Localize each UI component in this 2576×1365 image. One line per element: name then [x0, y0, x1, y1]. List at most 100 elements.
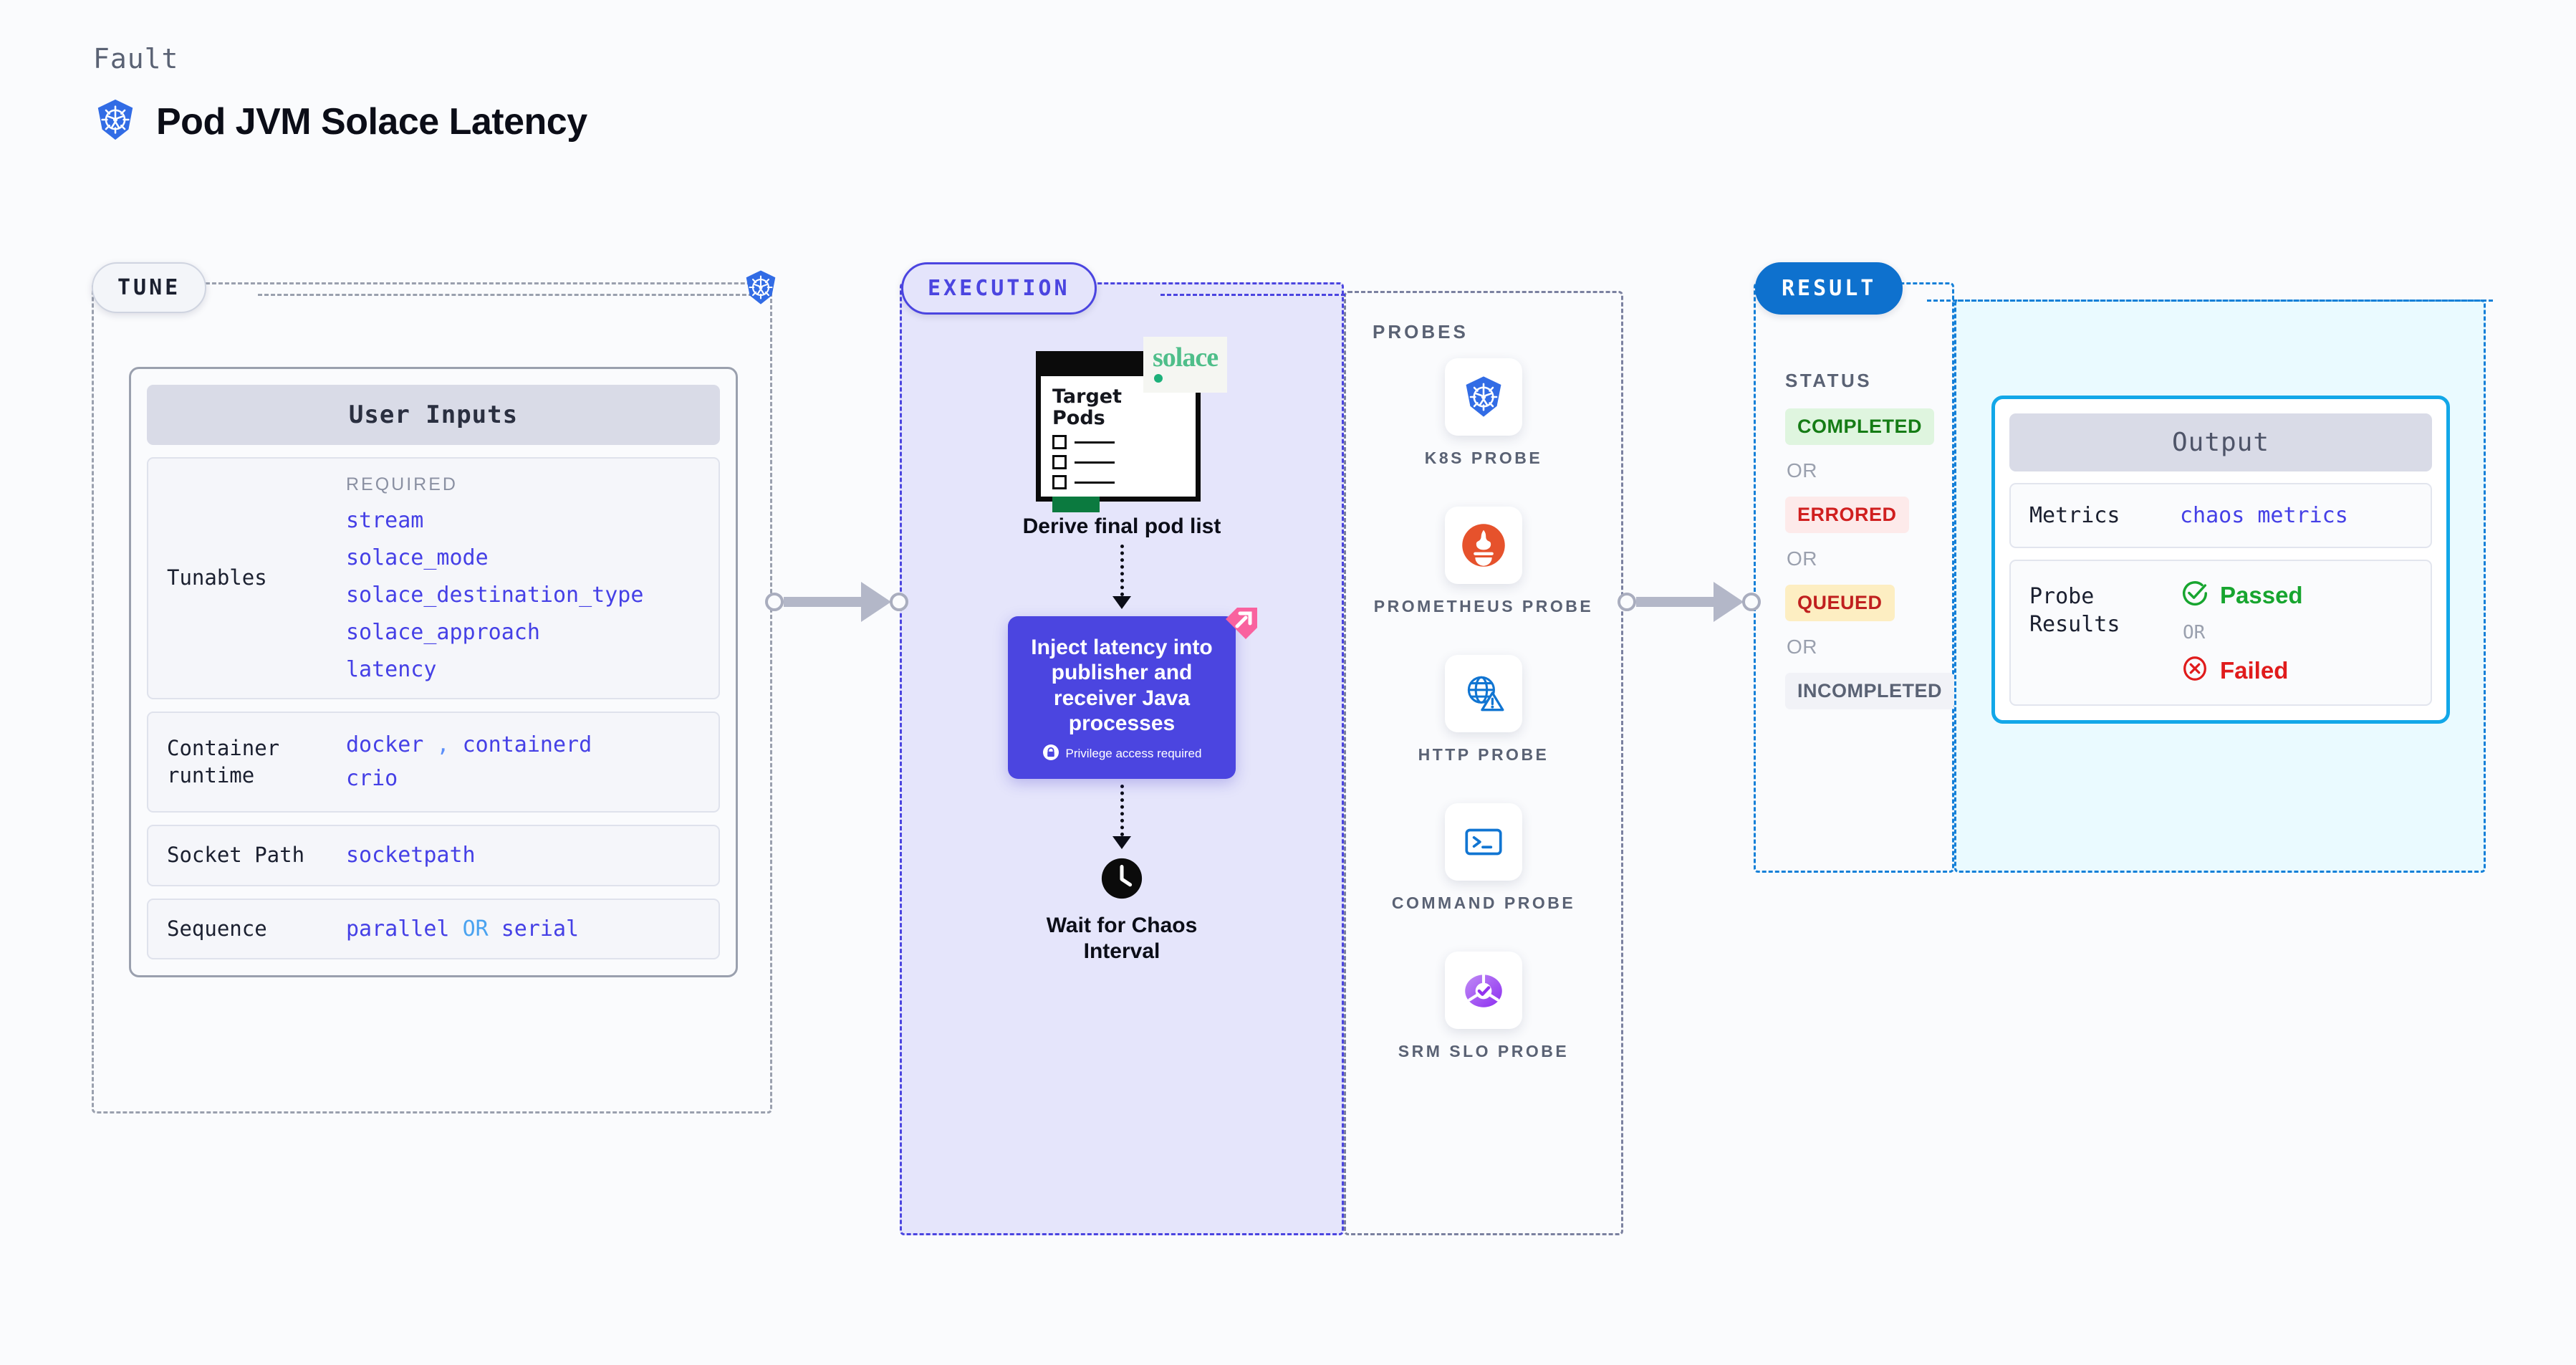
probe-result-or: OR [2183, 622, 2206, 643]
socket-path-key: Socket Path [167, 843, 305, 867]
output-title: Output [2009, 413, 2432, 471]
solace-wordmark: solace [1153, 343, 1219, 373]
kubernetes-icon [93, 97, 138, 145]
solace-dot-icon [1154, 374, 1163, 383]
title-row: Pod JVM Solace Latency [93, 97, 587, 145]
document-heading: Target Pods [1052, 385, 1184, 430]
metrics-value[interactable]: chaos metrics [2180, 503, 2348, 528]
probe-item-srm-slo[interactable]: SRM SLO PROBE [1398, 952, 1569, 1063]
doc-rule [1075, 441, 1115, 444]
inject-latency-card[interactable]: Inject latency into publisher and receiv… [1008, 608, 1257, 779]
sequence-or: OR [462, 916, 489, 942]
derive-final-pod-list-label: Derive final pod list [1022, 514, 1221, 538]
solace-logo: solace [1143, 337, 1228, 393]
x-circle-icon [2180, 653, 2210, 687]
socket-path-row: Socket Path socketpath [147, 825, 720, 886]
flow-arrowhead [1112, 596, 1131, 609]
probe-item-command[interactable]: COMMAND PROBE [1392, 803, 1575, 914]
probe-label-srm-slo: SRM SLO PROBE [1398, 1042, 1570, 1061]
metrics-key: Metrics [2029, 503, 2120, 528]
page-header: Fault [93, 43, 587, 145]
lock-icon [1042, 744, 1059, 765]
doc-rule [1075, 481, 1115, 484]
doc-list-item [1052, 455, 1184, 470]
status-or-1: OR [1787, 459, 1817, 482]
clock-icon [1100, 856, 1144, 904]
arrow-shaft [1636, 597, 1715, 607]
arrow-start-dot [1618, 593, 1636, 611]
probes-region [1344, 291, 1623, 1235]
arrow-end-dot [1742, 593, 1761, 611]
prometheus-icon [1444, 507, 1522, 585]
doc-list-item [1052, 475, 1184, 490]
status-or-2: OR [1787, 547, 1817, 570]
probe-result-passed: Passed [2180, 578, 2412, 612]
arrow-head [861, 582, 891, 622]
flow-connector-dotted [1120, 784, 1124, 836]
sequence-row: Sequence parallel OR serial [147, 898, 720, 960]
container-runtime-key: Container runtime [167, 735, 280, 787]
probe-label-http: HTTP PROBE [1418, 745, 1549, 765]
tune-connector-line [258, 294, 759, 296]
privilege-note-text: Privilege access required [1065, 747, 1202, 761]
sequence-parallel[interactable]: parallel [346, 916, 450, 942]
page-title: Pod JVM Solace Latency [156, 100, 587, 143]
status-badge-errored: ERRORED [1785, 497, 1909, 533]
status-badge-completed: COMPLETED [1785, 408, 1935, 445]
runtime-crio[interactable]: crio [346, 765, 398, 791]
tunable-solace-approach[interactable]: solace_approach [346, 620, 540, 645]
checkbox-icon [1052, 435, 1067, 450]
tune-pill-label[interactable]: TUNE [92, 262, 207, 313]
doc-list-item [1052, 435, 1184, 450]
result-connector-line [1927, 300, 2493, 302]
fault-kicker: Fault [93, 43, 179, 75]
status-list: COMPLETED OR ERRORED OR QUEUED OR INCOMP… [1785, 408, 1955, 709]
tunable-stream[interactable]: stream [346, 508, 424, 533]
execution-flow: Target Pods solace Derive final pod list… [900, 337, 1344, 964]
execution-to-result-arrow [1618, 582, 1761, 622]
wait-for-chaos-interval: Wait for Chaos Interval [1047, 856, 1197, 964]
doc-heading-line2: Pods [1052, 407, 1105, 430]
result-region [1754, 282, 1954, 873]
sequence-key: Sequence [167, 916, 267, 941]
passed-label: Passed [2220, 581, 2303, 608]
probe-label-command: COMMAND PROBE [1391, 894, 1576, 913]
status-or-3: OR [1787, 636, 1817, 658]
kubernetes-icon [1445, 358, 1522, 436]
arrow-end-dot [890, 593, 908, 611]
tune-to-execution-arrow [765, 582, 908, 622]
tunable-solace-destination-type[interactable]: solace_destination_type [346, 583, 644, 608]
probe-label-k8s: K8S PROBE [1424, 449, 1543, 467]
execution-pill-label[interactable]: EXECUTION [901, 262, 1097, 315]
flow-arrowhead [1112, 835, 1131, 849]
tunable-latency[interactable]: latency [346, 657, 437, 682]
status-title: STATUS [1785, 370, 1873, 391]
srm-slo-donut-icon [1445, 952, 1522, 1030]
metrics-row: Metrics chaos metrics [2009, 483, 2432, 548]
runtime-separator: , [436, 732, 450, 757]
probe-item-http[interactable]: HTTP PROBE [1418, 655, 1549, 766]
user-inputs-card: User Inputs Tunables REQUIRED stream sol… [129, 367, 738, 978]
probe-item-prometheus[interactable]: PROMETHEUS PROBE [1374, 507, 1593, 618]
status-badge-incompleted: INCOMPLETED [1785, 673, 1955, 709]
runtime-containerd[interactable]: containerd [462, 732, 592, 757]
tunables-key: Tunables [167, 565, 267, 590]
sequence-serial[interactable]: serial [501, 916, 580, 942]
status-badge-queued: QUEUED [1785, 585, 1895, 621]
arrow-shaft [784, 597, 862, 607]
probes-title: PROBES [1373, 321, 1469, 343]
probe-result-failed: Failed [2180, 653, 2412, 687]
arrow-start-dot [765, 593, 784, 611]
doc-heading-line1: Target [1052, 385, 1123, 408]
inject-latency-text: Inject latency into publisher and receiv… [1031, 636, 1213, 736]
tunable-solace-mode[interactable]: solace_mode [346, 545, 489, 570]
runtime-docker[interactable]: docker [346, 732, 424, 757]
execution-connector-line [1160, 294, 1345, 296]
flow-connector-dotted [1120, 545, 1124, 596]
probe-item-k8s[interactable]: K8S PROBE [1425, 358, 1542, 469]
check-circle-icon [2180, 578, 2210, 612]
socket-path-value[interactable]: socketpath [346, 843, 476, 868]
result-pill-label[interactable]: RESULT [1755, 262, 1903, 315]
